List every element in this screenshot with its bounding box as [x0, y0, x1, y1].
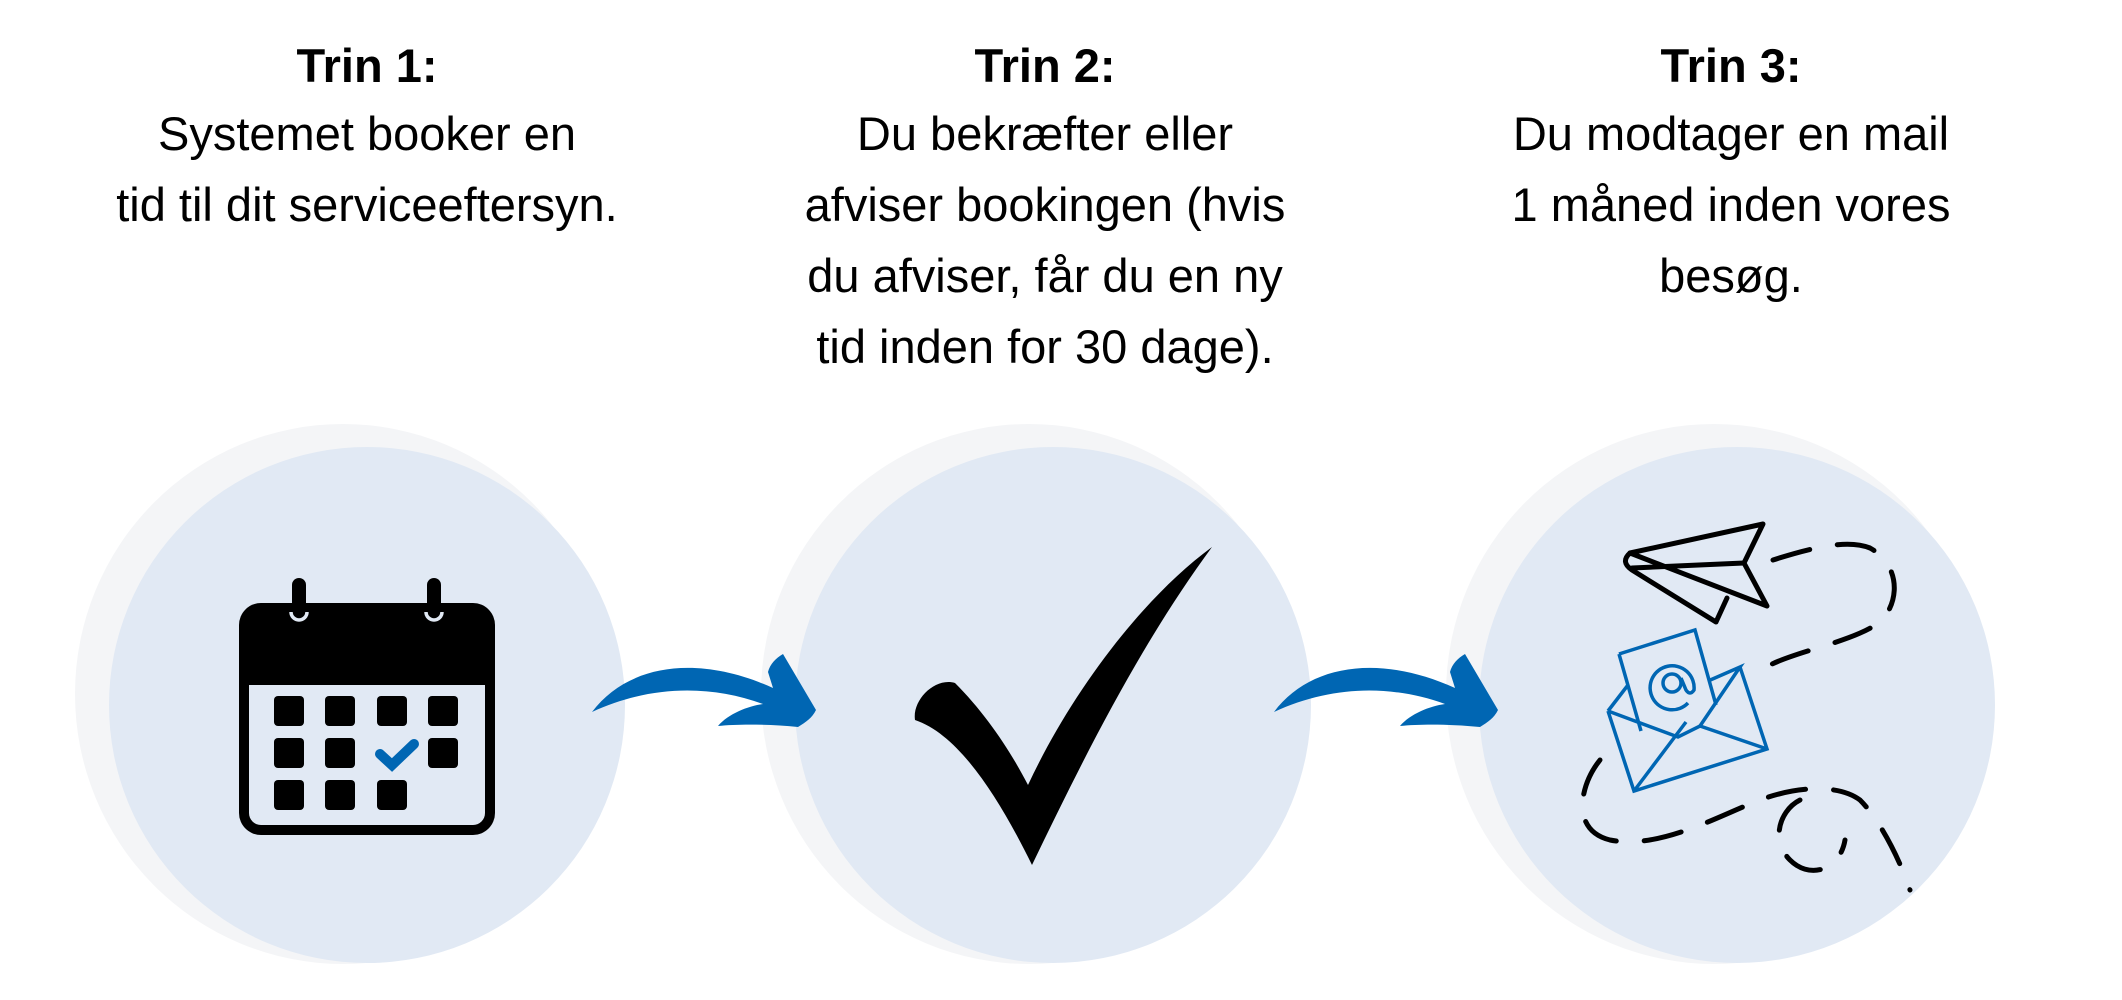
step-3-text: Trin 3: Du modtager en mail 1 måned inde… [1391, 38, 2071, 311]
step-3-circle [1479, 447, 1995, 963]
arrow-right-icon [1274, 654, 1498, 727]
step-1-text: Trin 1: Systemet booker en tid til dit s… [27, 38, 707, 240]
step-2-title: Trin 2: [974, 39, 1116, 92]
step-1-description: Systemet booker en tid til dit serviceef… [27, 98, 707, 240]
step-3-title: Trin 3: [1660, 39, 1802, 92]
step-1-line-2: tid til dit serviceeftersyn. [116, 178, 618, 231]
step-3-description: Du modtager en mail 1 måned inden vores … [1391, 98, 2071, 311]
step-2-line-2: afviser bookingen (hvis [804, 178, 1286, 231]
step-2-line-3: du afviser, får du en ny [807, 249, 1283, 302]
step-3-line-2: 1 måned inden vores [1511, 178, 1951, 231]
step-1-title: Trin 1: [296, 39, 438, 92]
email-paper-plane-icon [1580, 521, 1913, 893]
checkmark-icon [914, 547, 1212, 865]
step-3-line-3: besøg. [1659, 249, 1803, 302]
calendar-check-icon [239, 578, 495, 835]
step-2-text: Trin 2: Du bekræfter eller afviser booki… [705, 38, 1385, 382]
step-2-description: Du bekræfter eller afviser bookingen (hv… [705, 98, 1385, 382]
step-1-line-1: Systemet booker en [158, 107, 576, 160]
step-3-line-1: Du modtager en mail [1512, 107, 1950, 160]
step-2-line-1: Du bekræfter eller [856, 107, 1234, 160]
step-2-line-4: tid inden for 30 dage). [816, 320, 1274, 373]
step-2-circle [795, 447, 1311, 963]
arrow-right-icon [592, 654, 816, 727]
